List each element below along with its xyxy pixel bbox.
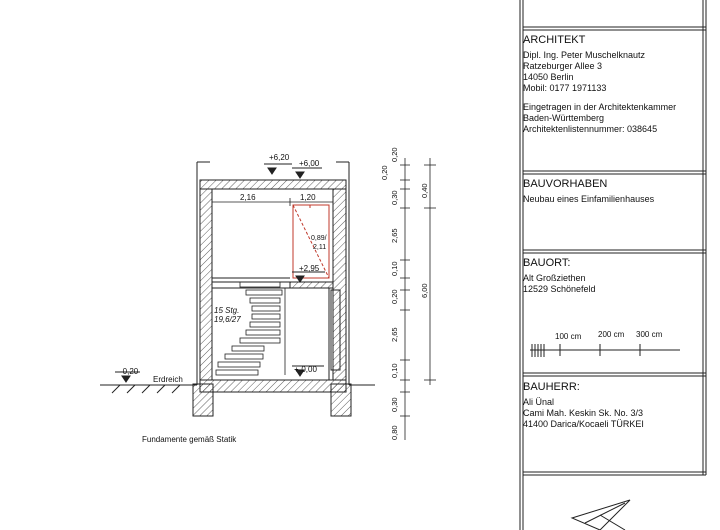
level-label-top-a: +6,20: [269, 153, 290, 162]
level-label-ground: +-0,00: [294, 365, 317, 374]
chamber-line: Baden-Württemberg: [523, 113, 605, 123]
window-label-a: 0,89/: [311, 235, 327, 242]
dimension-top: [211, 198, 334, 206]
vdim-outer-0: 0,40: [420, 183, 429, 198]
terrain-line: [100, 384, 375, 394]
window-label-b: 2,11: [313, 244, 326, 251]
stair-label-b: 19,6/27: [214, 315, 241, 324]
level-markers: [115, 163, 325, 383]
project-text: Neubau eines Einfamilienhauses: [523, 194, 655, 204]
architect-line: Mobil: 0177 1971133: [523, 83, 607, 93]
level-label-top-b: +6,00: [299, 159, 320, 168]
scale-label-100: 100 cm: [555, 332, 582, 341]
vdim-outer-1: 6,00: [420, 283, 429, 298]
vdim-1: 0,20: [380, 165, 389, 180]
dimension-vertical: [400, 158, 436, 440]
vdim-0: 0,20: [390, 147, 399, 162]
location-heading: BAUORT:: [523, 257, 571, 269]
terrain-label: Erdreich: [153, 375, 183, 384]
vdim-3: 2,65: [390, 228, 399, 243]
architect-heading: ARCHITEKT: [523, 34, 586, 46]
architect-line: 14050 Berlin: [523, 72, 574, 82]
vdim-8: 0,30: [390, 397, 399, 412]
client-line: 41400 Darica/Kocaeli TÜRKEI: [523, 419, 644, 429]
project-heading: BAUVORHABEN: [523, 178, 608, 190]
scale-bar: [530, 344, 680, 357]
dim-label-left: 2,16: [240, 193, 256, 202]
location-line: 12529 Schönefeld: [523, 284, 596, 294]
vdim-6: 2,65: [390, 327, 399, 342]
vdim-2: 0,30: [390, 190, 399, 205]
location-line: Alt Großziethen: [523, 273, 586, 283]
building-section: [192, 161, 352, 417]
project-block: BAUVORHABEN Neubau eines Einfamilienhaus…: [523, 178, 708, 205]
stair-label-a: 15 Stg.: [214, 306, 239, 315]
vdim-9: 0,80: [390, 425, 399, 440]
stairs: [215, 281, 286, 376]
architect-line: Dipl. Ing. Peter Muschelknautz: [523, 50, 646, 60]
dim-label-right: 1,20: [300, 193, 316, 202]
client-line: Ali Ünal: [523, 397, 555, 407]
architect-block: ARCHITEKT Dipl. Ing. Peter Muschelknautz…: [523, 34, 708, 135]
chamber-line: Architektenlistennummer: 038645: [523, 124, 658, 134]
vdim-4: 0,10: [390, 261, 399, 276]
scale-label-300: 300 cm: [636, 330, 663, 339]
chamber-line: Eingetragen in der Architektenkammer: [523, 102, 677, 112]
vdim-5: 0,20: [390, 289, 399, 304]
vdim-7: 0,10: [390, 363, 399, 378]
client-heading: BAUHERR:: [523, 381, 580, 393]
foundation-note: Fundamente gemäß Statik: [142, 435, 237, 444]
level-label-mid: +2,95: [299, 264, 320, 273]
level-label-outside: -0,20: [120, 367, 139, 376]
scale-label-200: 200 cm: [598, 330, 625, 339]
location-block: BAUORT: Alt Großziethen 12529 Schönefeld: [523, 257, 708, 295]
client-line: Cami Mah. Keskin Sk. No. 3/3: [523, 408, 644, 418]
north-arrow: [570, 499, 631, 530]
client-block: BAUHERR: Ali Ünal Cami Mah. Keskin Sk. N…: [523, 381, 708, 430]
title-block-frame: [519, 0, 707, 530]
architect-line: Ratzeburger Allee 3: [523, 61, 603, 71]
